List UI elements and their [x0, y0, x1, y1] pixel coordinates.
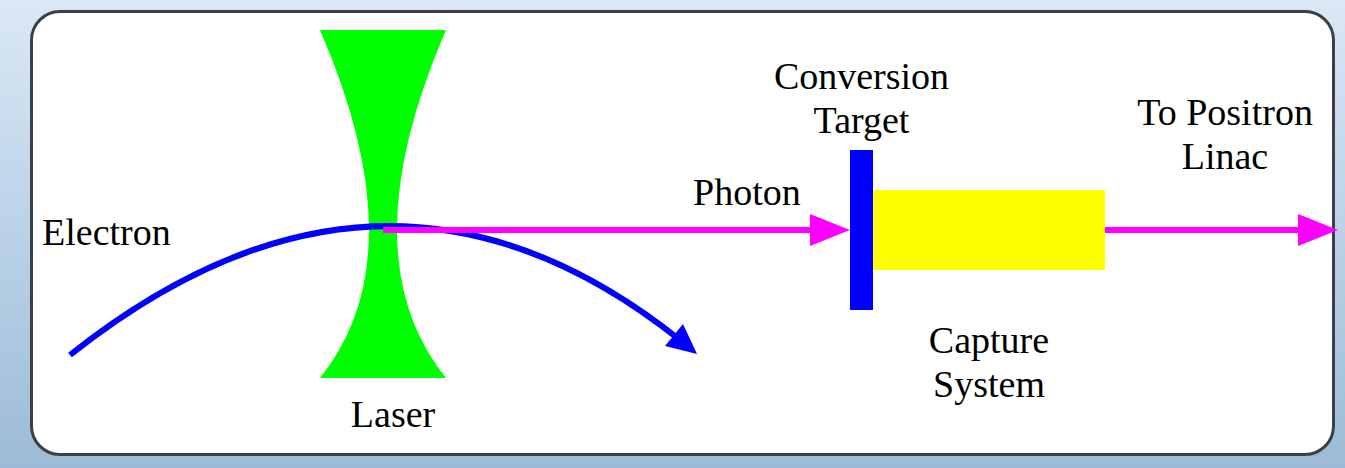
capture-system: Capture System — [873, 190, 1105, 270]
node-label: Capture System — [929, 318, 1049, 406]
node-label: Laser — [328, 392, 458, 436]
edge-label: Photon — [693, 170, 801, 214]
positron-arrowhead — [1298, 214, 1338, 246]
laser-hourglass — [318, 28, 448, 380]
laser-focus-shape — [320, 30, 446, 378]
destination-label: To Positron Linac — [1125, 90, 1325, 178]
photon-beam — [383, 214, 850, 246]
electron-arrowhead — [665, 324, 697, 354]
conversion-target: Conversion Target — [850, 150, 873, 310]
laser-beam: Laser — [318, 28, 448, 380]
particle-label: Electron — [42, 210, 171, 254]
positron-beam-line — [1105, 227, 1306, 233]
beam-line — [383, 227, 818, 233]
node-label: Conversion Target — [774, 54, 949, 142]
arrowhead — [810, 214, 850, 246]
